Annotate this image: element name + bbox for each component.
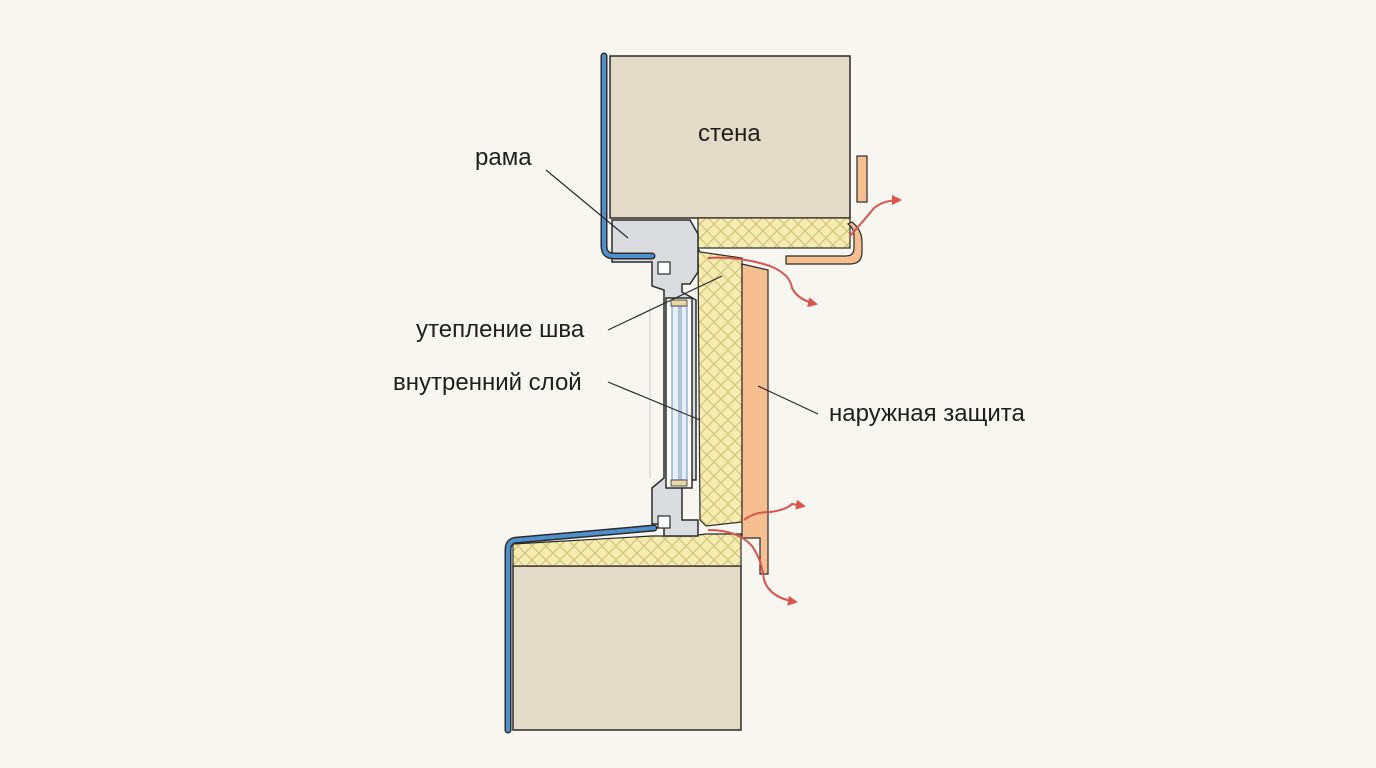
leader-line-seam-insulation — [607, 275, 723, 331]
upper-insulation — [697, 217, 851, 249]
glass-pane-inner — [671, 305, 680, 481]
frame-notch-bottom — [657, 515, 671, 529]
label-outer-protection: наружная защита — [829, 400, 1025, 427]
upper-wall — [609, 55, 851, 219]
outer-protection-drip — [856, 155, 868, 203]
inner-layer-lower-fill — [506, 526, 656, 732]
leader-line-outer-protection — [757, 385, 819, 415]
label-wall: стена — [698, 120, 761, 147]
seam-insulation-column — [697, 247, 743, 527]
glass-pane-outer — [680, 305, 688, 481]
outer-protection-main — [741, 263, 769, 575]
inner-layer-upper-fill — [602, 54, 654, 258]
label-frame: рама — [475, 144, 532, 171]
lower-wall — [512, 565, 742, 731]
airflow-arrow-2 — [707, 256, 818, 308]
leader-line-frame — [545, 169, 629, 239]
leader-line-inner-layer — [607, 381, 701, 421]
spacer-bottom — [670, 479, 688, 487]
label-seam-insulation: утепление шва — [416, 316, 585, 343]
airflow-arrow-4 — [707, 529, 798, 606]
label-inner-layer: внутренний слой — [393, 369, 582, 396]
frame-notch-top — [657, 261, 671, 275]
spacer-top — [670, 299, 688, 307]
airflow-arrow-1 — [849, 195, 902, 237]
airflow-arrow-3 — [743, 499, 806, 521]
